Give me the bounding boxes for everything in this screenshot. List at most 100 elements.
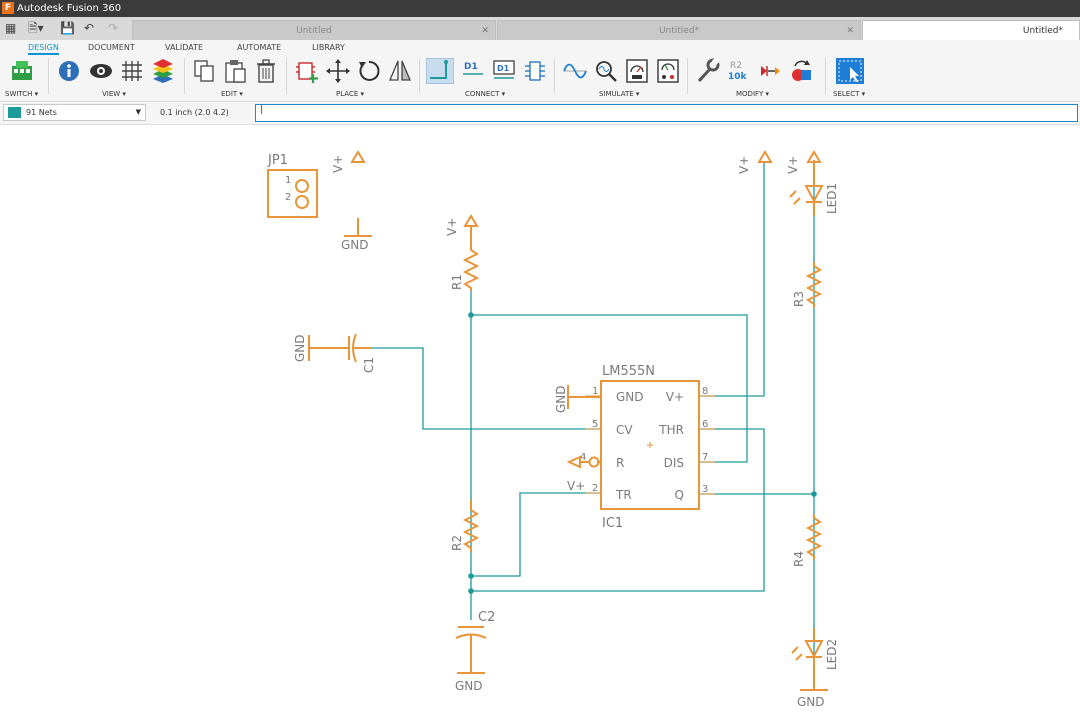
led-led1[interactable]	[789, 160, 824, 216]
separator	[687, 58, 688, 94]
tab-design[interactable]: DESIGN	[28, 43, 59, 55]
net-selector[interactable]: 91 Nets ▼	[3, 104, 146, 121]
svg-text:R2: R2	[730, 61, 742, 71]
group-place[interactable]: PLACE ▾	[336, 90, 364, 98]
net-wire[interactable]	[471, 428, 765, 592]
separator	[48, 58, 49, 94]
vplus-symbol-ic[interactable]	[757, 150, 773, 163]
group-view[interactable]: VIEW ▾	[102, 90, 126, 98]
vplus-symbol-reset[interactable]	[566, 455, 581, 469]
move-icon[interactable]	[326, 58, 350, 84]
labels: JP1 1 2 GND GND GND GND GND V+ V+ V+ V+ …	[267, 153, 839, 709]
resistor-r2[interactable]	[462, 500, 480, 552]
wrench-icon[interactable]	[696, 58, 720, 84]
vplus-label-r1: V+	[445, 218, 459, 236]
gnd-symbol-c1[interactable]	[308, 335, 340, 361]
redo-icon[interactable]: ↷	[108, 21, 119, 35]
paste-icon[interactable]	[223, 58, 247, 84]
gnd-symbol-ic[interactable]	[567, 385, 600, 409]
ic1-pin-gnd: GND	[616, 390, 644, 404]
switch-to-pcb-icon[interactable]	[10, 58, 34, 84]
led2-name: LED2	[825, 639, 839, 670]
capacitor-c2[interactable]	[455, 626, 487, 673]
layers-icon[interactable]	[151, 58, 175, 84]
resistor-r4[interactable]	[805, 514, 823, 560]
group-connect[interactable]: CONNECT ▾	[465, 90, 506, 98]
delete-trash-icon[interactable]	[254, 58, 278, 84]
vplus-symbol-r1[interactable]	[463, 214, 479, 248]
tab-document[interactable]: DOCUMENT	[88, 43, 135, 52]
tab-library[interactable]: LIBRARY	[312, 43, 345, 52]
info-icon[interactable]	[57, 58, 81, 84]
jp1-pin-2[interactable]	[295, 195, 309, 209]
rotate-icon[interactable]	[357, 58, 381, 84]
tab-automate[interactable]: AUTOMATE	[237, 43, 282, 52]
ic1-pin-tr: TR	[615, 488, 632, 502]
net-color-swatch	[8, 107, 21, 118]
simulation-waveform-icon[interactable]	[563, 58, 587, 84]
tab-untitled-3[interactable]: Untitled*	[862, 20, 1080, 40]
led-led2[interactable]	[791, 628, 824, 690]
separator	[419, 58, 420, 94]
separator	[554, 58, 555, 94]
add-part-icon[interactable]	[295, 58, 319, 84]
ic1-pin-number: 4	[580, 452, 586, 463]
ic1-pin-lines	[585, 395, 715, 495]
ic1-body[interactable]	[600, 380, 700, 510]
net-wire[interactable]	[372, 347, 600, 430]
close-icon[interactable]: ✕	[846, 26, 854, 36]
r4-name: R4	[792, 551, 806, 567]
gnd-label-led2: GND	[797, 695, 825, 709]
separator	[184, 58, 185, 94]
close-icon[interactable]: ✕	[481, 26, 489, 36]
multimeter-icon[interactable]	[656, 58, 680, 84]
copy-icon[interactable]	[192, 58, 216, 84]
tab-untitled-2[interactable]: Untitled* ✕	[497, 20, 861, 40]
schematic-canvas[interactable]: JP1 1 2 GND GND GND GND GND V+ V+ V+ V+ …	[0, 124, 1080, 728]
voltage-probe-icon[interactable]	[625, 58, 649, 84]
net-tool-icon[interactable]	[426, 58, 454, 84]
command-line-input[interactable]: |	[255, 104, 1078, 122]
net-class-icon[interactable]	[523, 58, 547, 84]
apps-grid-icon[interactable]: ▦	[5, 21, 17, 35]
vplus-label-ic-tr: V+	[567, 479, 585, 493]
ic1-pin-number: 7	[702, 452, 708, 463]
resistor-r3[interactable]	[805, 262, 823, 308]
select-window-icon[interactable]	[836, 58, 864, 84]
tab-untitled-1[interactable]: Untitled ✕	[132, 20, 496, 40]
svg-text:10k: 10k	[728, 72, 748, 82]
net-wire[interactable]	[471, 492, 600, 577]
resistor-r1[interactable]	[462, 248, 480, 291]
gnd-symbol-jp1[interactable]	[344, 218, 372, 237]
group-simulate[interactable]: SIMULATE ▾	[599, 90, 640, 98]
ic1-pin-number: 5	[592, 419, 598, 430]
tab-validate[interactable]: VALIDATE	[165, 43, 204, 52]
grid-icon[interactable]	[120, 58, 144, 84]
swap-shape-icon[interactable]	[789, 58, 813, 84]
jp1-pin-1[interactable]	[295, 179, 309, 193]
net-wire[interactable]	[471, 314, 748, 463]
vplus-symbol-jp1[interactable]	[350, 150, 366, 163]
mirror-icon[interactable]	[388, 58, 412, 84]
undo-icon[interactable]: ↶	[84, 21, 95, 35]
group-modify[interactable]: MODIFY ▾	[736, 90, 770, 98]
net-wire[interactable]	[700, 160, 765, 397]
jp1-body[interactable]	[267, 169, 318, 218]
show-hide-eye-icon[interactable]	[89, 58, 113, 84]
chevron-down-icon[interactable]: ▼	[135, 108, 141, 116]
probe-magnifier-icon[interactable]	[594, 58, 618, 84]
group-switch[interactable]: SWITCH ▾	[5, 90, 39, 98]
grid-size-readout: 0.1 inch (2.0 4.2)	[160, 108, 229, 117]
name-icon[interactable]: D1	[461, 58, 485, 84]
r2-name: R2	[450, 535, 464, 551]
capacitor-c1[interactable]	[340, 333, 372, 363]
label-icon[interactable]: D1	[492, 58, 516, 84]
group-edit[interactable]: EDIT ▾	[221, 90, 243, 98]
tab-label: Untitled*	[1022, 26, 1063, 36]
value-icon[interactable]: R2 10k	[727, 58, 751, 84]
jp1-name: JP1	[267, 153, 288, 168]
save-icon[interactable]: 💾	[60, 21, 75, 35]
replace-part-icon[interactable]	[758, 58, 782, 84]
file-menu-icon[interactable]: 🗎▾	[28, 21, 44, 35]
group-select[interactable]: SELECT ▾	[833, 90, 866, 98]
